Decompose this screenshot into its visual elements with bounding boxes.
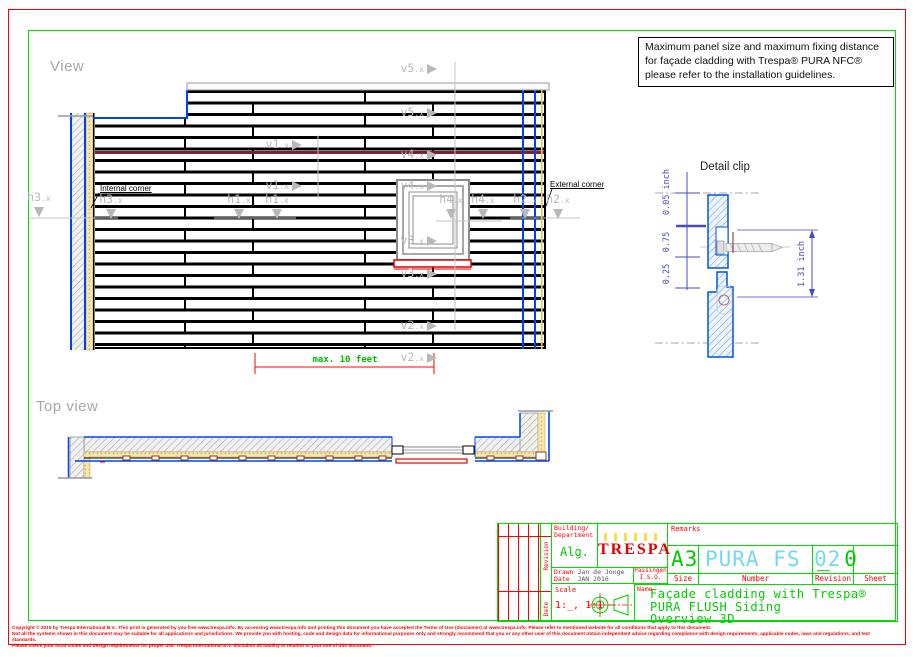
sheet-outer-border xyxy=(8,9,906,645)
note-line: Maximum panel size and maximum fixing di… xyxy=(645,41,880,53)
ref-label-v4: v4.x xyxy=(375,179,437,193)
logo-cell: TRESPA xyxy=(598,524,672,568)
drawing-name-line: Overview 3D xyxy=(650,612,735,626)
ref-label-v1: v1.x xyxy=(240,179,302,193)
top-view-title: Top view xyxy=(36,398,99,415)
drawing-name-line: Façade cladding with Trespa® xyxy=(650,587,867,601)
ref-label-h2: h2.x xyxy=(508,193,542,219)
ref-label-h4: h4.x xyxy=(466,193,500,219)
number-value: PURA FS 02 xyxy=(705,547,842,571)
arrow-right-icon xyxy=(427,108,437,118)
ref-label-h3: h3.x xyxy=(22,191,56,217)
revision-vertical-label: Revision xyxy=(542,541,550,571)
number-cell: PURA FS 02 Number xyxy=(699,546,842,584)
note-line: please refer to the installation guideli… xyxy=(645,68,836,81)
scale-value: 1:_, 1:1 xyxy=(555,600,604,612)
ref-label-h2: h2.x xyxy=(541,193,575,219)
drawn-date-cell: Drawn Jan de Jonge Date JAN 2016 xyxy=(552,568,634,584)
arrow-down-icon xyxy=(478,208,488,219)
remarks-cell: Remarks xyxy=(668,524,897,546)
internal-corner-label: Internal corner xyxy=(100,184,152,193)
number-label: Number xyxy=(699,573,812,584)
arrow-right-icon xyxy=(427,236,437,246)
ref-label-h4: h4.x xyxy=(434,193,468,219)
name-cell: Name Façade cladding with Trespa® PURA F… xyxy=(634,584,897,625)
arrow-right-icon xyxy=(427,181,437,191)
projection-symbol xyxy=(588,593,632,617)
trespa-logo: TRESPA xyxy=(598,541,672,558)
revision-grid-line xyxy=(498,591,552,592)
arrow-down-icon xyxy=(234,208,244,219)
arrow-right-icon xyxy=(427,150,437,160)
arrow-down-icon xyxy=(34,206,44,217)
trespa-logo-accent xyxy=(603,533,662,541)
ref-label-v5: v5.x xyxy=(375,106,437,120)
revision-grid-line xyxy=(498,536,552,537)
disclaimer-line: Copyright © 2015 by Trespa International… xyxy=(12,626,712,631)
arrow-down-icon xyxy=(106,208,116,219)
arrow-right-icon xyxy=(427,269,437,279)
disclaimer-line: Not all the systems shown in this docume… xyxy=(12,631,870,643)
ref-label-h3: h3.x xyxy=(94,193,128,219)
arrow-down-icon xyxy=(272,208,282,219)
revision-value: _ 0 xyxy=(817,547,858,571)
ref-label-v5: v5.x xyxy=(375,62,437,76)
drawing-frame xyxy=(28,30,896,621)
scale-cell: Scale 1:_, 1:1 xyxy=(552,584,634,621)
revision-date-strip: Revision Date xyxy=(541,524,552,621)
detail-clip-title: Detail clip xyxy=(700,161,750,173)
arrow-down-icon xyxy=(446,208,456,219)
sheet-cell: Sheet xyxy=(854,546,897,584)
max-panel-dimension: max. 10 feet xyxy=(312,355,378,365)
drawn-value: Jan de Jonge xyxy=(577,568,625,576)
arrow-right-icon xyxy=(427,353,437,363)
view-title: View xyxy=(50,58,85,75)
ref-label-v2: v2.x xyxy=(375,319,437,333)
dim-025: 0.25 xyxy=(662,263,672,285)
building-value: Alg. xyxy=(560,544,589,559)
size-value: A3 xyxy=(671,547,699,571)
revision-cell: _ 0 Revision xyxy=(813,546,858,584)
ref-label-v3: v3.x xyxy=(375,234,437,248)
ref-label-v3: v3.x xyxy=(375,267,437,281)
external-corner-label: External corner xyxy=(550,180,605,189)
date-value: JAN 2016 xyxy=(577,575,609,584)
dim-131-inch: 1.31 inch xyxy=(797,240,807,288)
ref-label-h1: h1.x xyxy=(222,193,256,219)
arrow-right-icon xyxy=(427,64,437,74)
revision-grid xyxy=(498,524,541,621)
title-block: Revision Date Building/Department Alg. T… xyxy=(497,523,898,625)
sheet-label: Sheet xyxy=(854,573,897,584)
arrow-right-icon xyxy=(427,321,437,331)
passingen-cell: Passingen I.S.O. xyxy=(634,567,668,584)
ref-label-v4: v4.x xyxy=(375,148,437,162)
detail-clip-drawing xyxy=(655,172,818,358)
view-drawing xyxy=(30,62,580,374)
size-cell: A3 Size xyxy=(668,546,699,584)
arrow-right-icon xyxy=(292,181,302,191)
ref-label-h1: h1.x xyxy=(260,193,294,219)
note-line: for façade cladding with Trespa® PURA NF… xyxy=(645,54,862,67)
top-view-drawing xyxy=(58,410,553,479)
disclaimer-line: Please check your local codes and design… xyxy=(12,643,373,649)
revision-label: Revision xyxy=(813,573,853,583)
arrow-right-icon xyxy=(292,140,302,150)
arrow-down-icon xyxy=(553,208,563,219)
building-department-cell: Building/Department Alg. xyxy=(552,524,598,568)
size-label: Size xyxy=(668,573,698,584)
ref-label-v1: v1.x xyxy=(240,138,302,152)
arrow-down-icon xyxy=(520,208,530,219)
drawing-name-line: PURA FLUSH Siding xyxy=(650,599,782,614)
note-box: Maximum panel size and maximum fixing di… xyxy=(638,37,894,87)
copyright-disclaimer: Copyright © 2015 by Trespa International… xyxy=(12,626,892,650)
ref-label-v2: v2.x xyxy=(375,351,437,365)
